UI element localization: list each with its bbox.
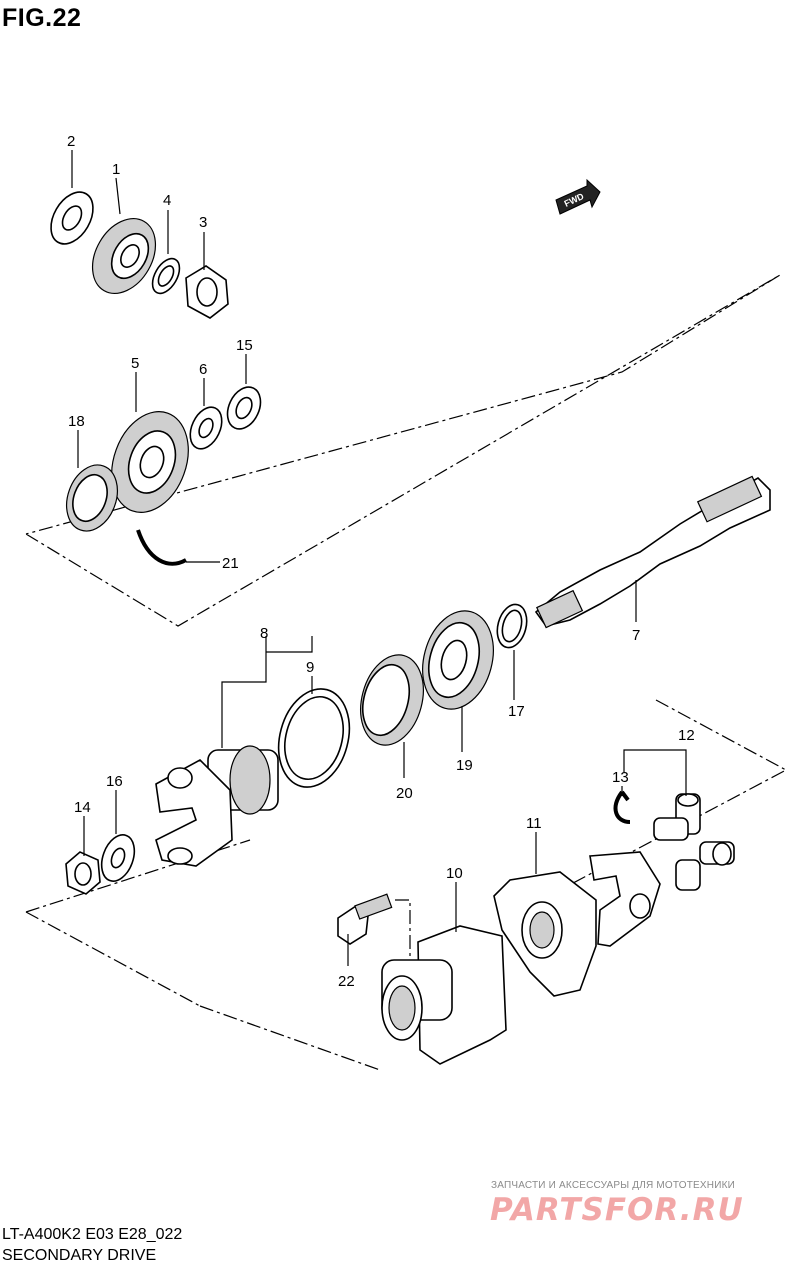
watermark-logo: PARTSFOR.RU [490, 1192, 744, 1228]
callout-20: 20 [396, 785, 413, 802]
shaft-part-7 [534, 475, 771, 629]
callout-15: 15 [236, 337, 253, 354]
group-outline-lower-left [25, 911, 201, 1007]
driven-gear-part-5 [111, 411, 189, 513]
watermark-tagline: ЗАПЧАСТИ И АКСЕССУАРЫ ДЛЯ МОТОТЕХНИКИ [491, 1180, 736, 1191]
callout-5: 5 [131, 355, 139, 372]
group-outline-lower-right [559, 699, 788, 891]
nut-part-14 [65, 851, 101, 895]
yoke-part-8 [155, 745, 279, 867]
callout-1: 1 [112, 161, 120, 178]
callout-14: 14 [74, 799, 91, 816]
figure-name: SECONDARY DRIVE [2, 1247, 157, 1264]
callout-11: 11 [526, 815, 542, 832]
circlip-part-21 [136, 529, 187, 566]
callout-18: 18 [68, 413, 85, 430]
circlip-part-13 [613, 790, 631, 824]
oring-part-17 [496, 603, 528, 649]
callout-8: 8 [260, 625, 268, 642]
callout-22: 22 [338, 973, 355, 990]
washer-part-16 [100, 834, 136, 882]
flange-yoke-part-11 [493, 851, 661, 997]
callout-2: 2 [67, 133, 75, 150]
nut-part-3 [185, 265, 229, 319]
group-outline-upper [25, 274, 781, 627]
callout-10: 10 [446, 865, 463, 882]
callout-12: 12 [678, 727, 695, 744]
callout-9: 9 [306, 659, 314, 676]
callout-19: 19 [456, 757, 473, 774]
washer-part-6 [189, 406, 223, 450]
nut-part-15 [226, 386, 262, 430]
callout-16: 16 [106, 773, 123, 790]
figure-code: LT-A400K2 E03 E28_022 [2, 1226, 183, 1243]
figure-title: FIG.22 [2, 4, 82, 32]
callout-17: 17 [508, 703, 525, 720]
seal-part-20 [360, 654, 424, 746]
bolt-guide [395, 899, 411, 960]
group-outline-lower-bottom [199, 1005, 381, 1071]
callout-7: 7 [632, 627, 640, 644]
callout-13: 13 [612, 769, 629, 786]
callout-3: 3 [199, 214, 207, 231]
bevel-gear-part-1 [91, 218, 157, 294]
leader-lines [71, 150, 687, 966]
fwd-arrow: FWD [555, 178, 601, 215]
flange-part-10 [381, 925, 507, 1065]
washer-part-2 [50, 191, 94, 245]
washer-part-4 [151, 257, 181, 295]
bolt-part-22 [337, 893, 393, 945]
callout-4: 4 [163, 192, 171, 209]
spider-part-12 [653, 793, 735, 891]
callout-6: 6 [199, 361, 207, 378]
callout-21: 21 [222, 555, 239, 572]
bearing-part-19 [422, 610, 494, 710]
ring-part-9 [277, 688, 351, 788]
bearing-part-18 [66, 464, 118, 532]
